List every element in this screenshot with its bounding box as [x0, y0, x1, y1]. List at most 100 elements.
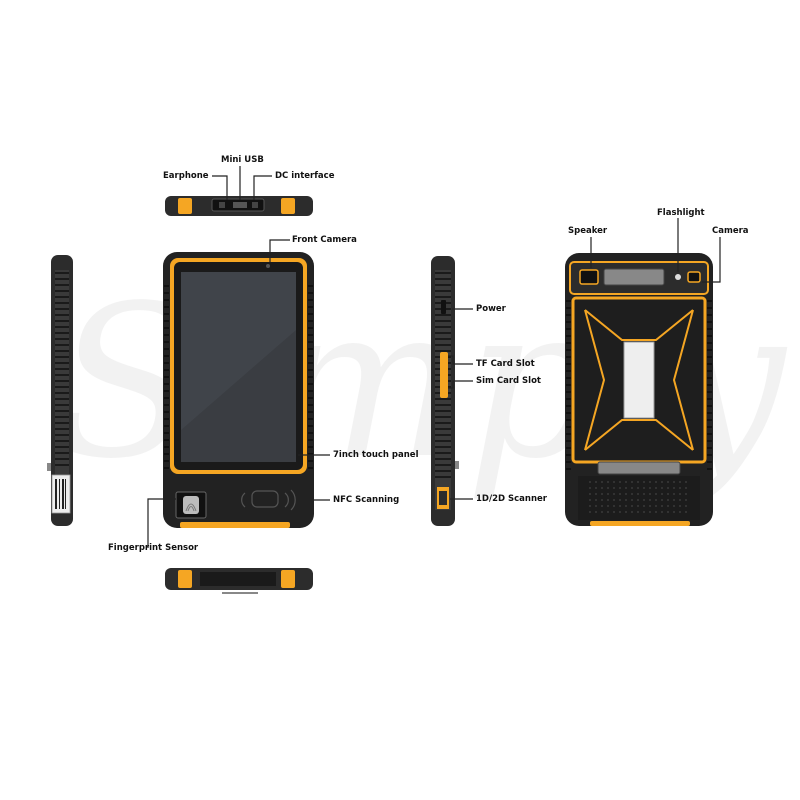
speaker-dot [679, 487, 681, 489]
grip-ridge [55, 320, 69, 322]
dc-interface-label: DC interface [275, 171, 335, 181]
speaker-dot [631, 481, 633, 483]
speaker-dot [667, 505, 669, 507]
grip-ridge [308, 439, 313, 441]
speaker-dot [607, 493, 609, 495]
mini-usb-label: Mini USB [221, 155, 264, 165]
grip-ridge [566, 454, 571, 456]
grip-ridge [164, 467, 169, 469]
speaker-dot [661, 493, 663, 495]
grip-ridge [308, 306, 313, 308]
speaker-dot [649, 481, 651, 483]
grip-ridge [164, 285, 169, 287]
device-left-side-view [47, 255, 73, 526]
grip-ridge [707, 419, 712, 421]
grip-ridge [55, 290, 69, 292]
dc-port [252, 202, 258, 208]
speaker-dot [595, 487, 597, 489]
speaker-dot [679, 505, 681, 507]
speaker-dot [661, 511, 663, 513]
speaker-dot [601, 499, 603, 501]
grip-ridge [566, 461, 571, 463]
grip-ridge [707, 307, 712, 309]
grip-ridge [308, 341, 313, 343]
flashlight-lens [675, 274, 681, 280]
grip-ridge [435, 452, 451, 454]
grip-ridge [308, 285, 313, 287]
grip-ridge [164, 334, 169, 336]
grip-ridge [707, 363, 712, 365]
front-camera-label: Front Camera [292, 235, 357, 245]
speaker-dot [607, 505, 609, 507]
grip-ridge [308, 390, 313, 392]
grip-ridge [55, 278, 69, 280]
speaker-dot [589, 487, 591, 489]
speaker-dot [589, 499, 591, 501]
grip-ridge [435, 296, 451, 298]
grip-ridge [566, 398, 571, 400]
grip-ridge [164, 369, 169, 371]
speaker-dot [625, 505, 627, 507]
grip-ridge [435, 410, 451, 412]
grip-ridge [566, 342, 571, 344]
grip-ridge [435, 332, 451, 334]
speaker-dot [631, 487, 633, 489]
nfc-icon [241, 489, 296, 511]
speaker-dot [667, 499, 669, 501]
flashlight-label: Flashlight [657, 208, 705, 218]
speaker-dot [595, 493, 597, 495]
grip-ridge [55, 410, 69, 412]
speaker-dot [673, 487, 675, 489]
grip-ridge [308, 369, 313, 371]
speaker-dot [637, 499, 639, 501]
grip-ridge [308, 446, 313, 448]
grip-ridge [435, 416, 451, 418]
speaker-dot [673, 493, 675, 495]
grip-ridge [707, 426, 712, 428]
speaker-dot [643, 493, 645, 495]
speaker-dot [619, 511, 621, 513]
grip-ridge [55, 332, 69, 334]
power-button [441, 300, 446, 314]
mini-usb-port [233, 202, 247, 208]
device-bottom-edge-view [165, 568, 313, 594]
grip-ridge [308, 425, 313, 427]
grip-ridge [566, 328, 571, 330]
grip-ridge [164, 299, 169, 301]
grip-ridge [707, 349, 712, 351]
speaker-dot [661, 499, 663, 501]
speaker-dot [625, 493, 627, 495]
fingerprint-label: Fingerprint Sensor [108, 543, 199, 553]
grip-ridge [55, 446, 69, 448]
grip-ridge [435, 284, 451, 286]
scanner-label: 1D/2D Scanner [476, 494, 547, 504]
grip-ridge [707, 342, 712, 344]
grip-ridge [435, 350, 451, 352]
speaker-dot [643, 499, 645, 501]
speaker-dot [619, 487, 621, 489]
grip-ridge [308, 418, 313, 420]
speaker-dot [655, 487, 657, 489]
speaker-dot [679, 511, 681, 513]
grip-ridge [55, 344, 69, 346]
grip-ridge [566, 391, 571, 393]
grip-ridge [164, 425, 169, 427]
device-top-edge-view [165, 196, 313, 216]
grip-ridge [435, 314, 451, 316]
speaker-dot [613, 481, 615, 483]
grip-ridge [435, 290, 451, 292]
barcode-icon [55, 479, 66, 509]
speaker-dot [643, 511, 645, 513]
grip-ridge [435, 272, 451, 274]
grip-ridge [566, 384, 571, 386]
speaker-dot [625, 511, 627, 513]
grip-ridge [566, 419, 571, 421]
grip-ridge [707, 391, 712, 393]
grip-ridge [308, 299, 313, 301]
grip-ridge [55, 368, 69, 370]
grip-ridge [435, 434, 451, 436]
grip-ridge [435, 344, 451, 346]
speaker-dot [667, 511, 669, 513]
grip-ridge [55, 392, 69, 394]
